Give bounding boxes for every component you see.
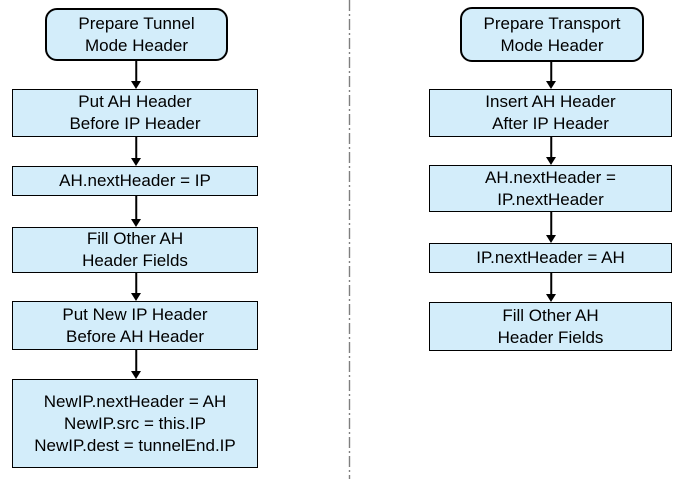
- flow-arrow-down: [546, 273, 556, 302]
- flow-arrow-down: [131, 61, 141, 89]
- node-text-line: Before IP Header: [69, 114, 201, 133]
- flow-node-ip-nextheader-ah: IP.nextHeader = AH: [429, 243, 672, 273]
- flow-arrow-down: [546, 62, 556, 89]
- node-text-line: Mode Header: [84, 35, 188, 55]
- node-text-line: Put New IP Header: [62, 304, 208, 324]
- arrow-shaft: [135, 61, 137, 82]
- node-text-line: After IP Header: [492, 114, 609, 133]
- flow-node-ah-nextheader-ip: AH.nextHeader = IP: [12, 166, 258, 196]
- flow-node-newip-assignments: NewIP.nextHeader = AH NewIP.src = this.I…: [12, 379, 258, 468]
- arrow-shaft: [550, 273, 552, 295]
- node-text-line: NewIP.dest = tunnelEnd.IP: [34, 435, 236, 455]
- node-text-line: Header Fields: [497, 327, 604, 347]
- node-text-line: Before AH Header: [66, 326, 204, 346]
- node-text-line: Prepare Tunnel: [78, 13, 195, 33]
- node-text-line: IP.nextHeader: [497, 189, 604, 209]
- arrow-shaft: [550, 62, 552, 82]
- arrow-shaft: [550, 137, 552, 158]
- flow-arrow-down: [131, 196, 141, 227]
- flow-arrow-down: [131, 137, 141, 166]
- flow-node-prepare-tunnel-mode-header: Prepare Tunnel Mode Header: [45, 8, 228, 61]
- node-text-line: Mode Header: [500, 35, 604, 55]
- arrow-shaft: [135, 196, 137, 220]
- flow-node-put-new-ip-before-ah: Put New IP Header Before AH Header: [12, 301, 258, 350]
- node-text-line: Insert AH Header: [485, 92, 616, 111]
- flow-node-prepare-transport-mode-header: Prepare Transport Mode Header: [460, 7, 644, 62]
- node-text-line: AH.nextHeader =: [485, 167, 616, 187]
- node-text-line: Put AH Header: [78, 92, 192, 111]
- flow-arrow-down: [131, 273, 141, 301]
- flow-node-ah-nextheader-ip-nextheader: AH.nextHeader = IP.nextHeader: [429, 165, 672, 212]
- flow-arrow-down: [131, 350, 141, 379]
- node-text-line: Fill Other AH: [86, 229, 184, 248]
- arrow-shaft: [135, 350, 137, 372]
- flow-node-put-ah-before-ip: Put AH Header Before IP Header: [12, 89, 258, 137]
- node-text-line: NewIP.src = this.IP: [64, 413, 206, 433]
- flow-node-fill-other-ah-fields: Fill Other AH Header Fields: [429, 302, 672, 351]
- flow-arrow-down: [546, 137, 556, 165]
- flow-node-fill-other-ah-fields: Fill Other AH Header Fields: [12, 227, 258, 273]
- divider-dashed-line: [348, 0, 351, 479]
- arrow-shaft: [135, 137, 137, 159]
- node-text-line: Fill Other AH: [502, 305, 599, 325]
- arrow-shaft: [550, 212, 552, 236]
- node-text-line: Header Fields: [82, 251, 188, 270]
- arrow-shaft: [135, 273, 137, 294]
- node-text-line: IP.nextHeader = AH: [476, 248, 625, 267]
- flow-arrow-down: [546, 212, 556, 243]
- node-text-line: AH.nextHeader = IP: [59, 171, 211, 190]
- flow-node-insert-ah-after-ip: Insert AH Header After IP Header: [429, 89, 672, 137]
- node-text-line: NewIP.nextHeader = AH: [43, 391, 227, 411]
- node-text-line: Prepare Transport: [483, 13, 621, 33]
